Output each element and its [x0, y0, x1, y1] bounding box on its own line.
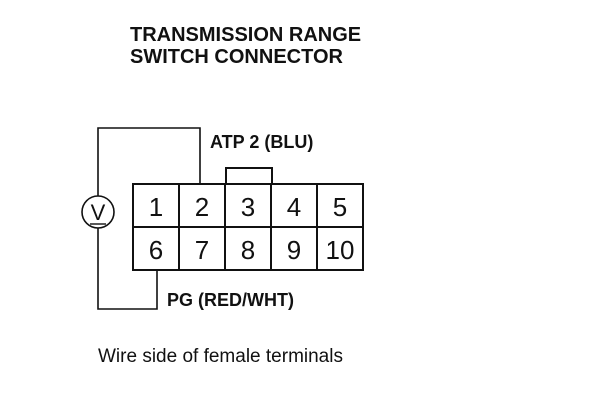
- terminal-3: 3: [241, 192, 255, 222]
- pg-label: PG (RED/WHT): [167, 290, 294, 310]
- atp-label: ATP 2 (BLU): [210, 132, 313, 152]
- terminal-9: 9: [287, 235, 301, 265]
- terminal-10: 10: [326, 235, 355, 265]
- terminal-4: 4: [287, 192, 301, 222]
- terminal-2: 2: [195, 192, 209, 222]
- terminal-6: 6: [149, 235, 163, 265]
- terminal-labels: 1 2 3 4 5 6 7 8 9 10: [149, 192, 355, 265]
- title-line-2: SWITCH CONNECTOR: [130, 46, 344, 68]
- title-line-1: TRANSMISSION RANGE: [130, 24, 361, 46]
- wire-atp: [97, 127, 201, 196]
- terminal-1: 1: [149, 192, 163, 222]
- connector-body: [132, 167, 364, 271]
- terminal-5: 5: [333, 192, 347, 222]
- wire-pg: [97, 228, 158, 310]
- voltmeter-icon: V: [81, 195, 115, 229]
- voltmeter-symbol: V: [91, 200, 106, 225]
- terminal-8: 8: [241, 235, 255, 265]
- terminal-7: 7: [195, 235, 209, 265]
- caption: Wire side of female terminals: [98, 346, 343, 367]
